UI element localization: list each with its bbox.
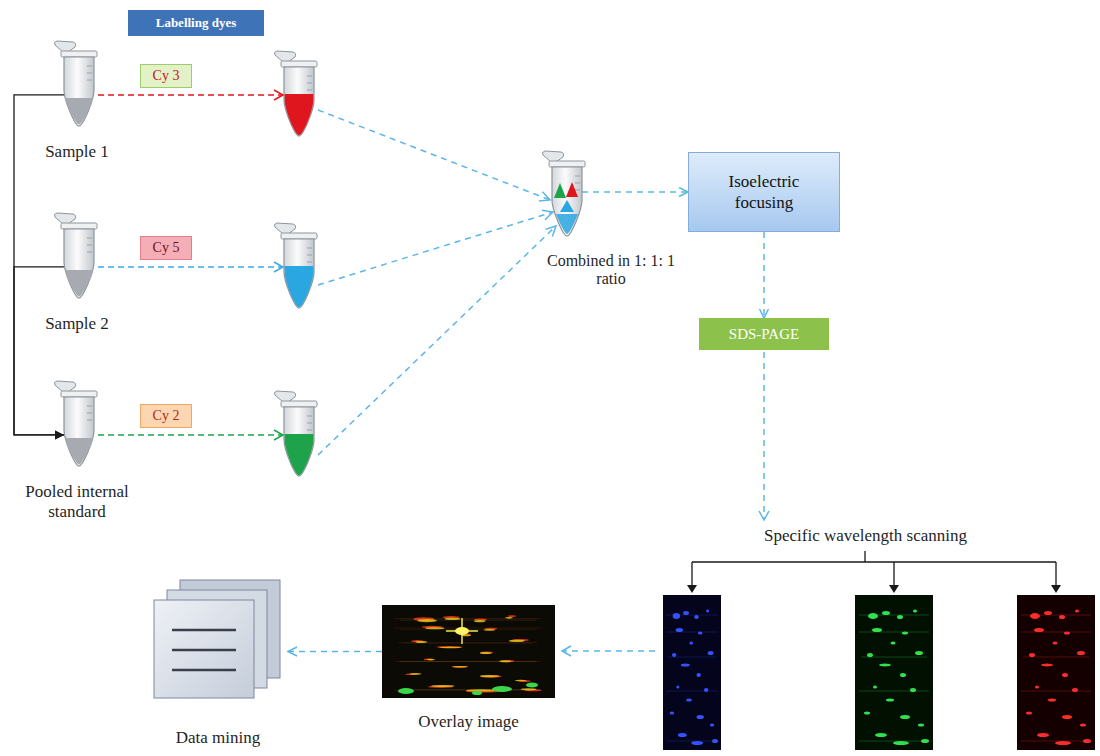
process-box: SDS-PAGE (699, 318, 829, 350)
connector (582, 188, 688, 197)
scan-image (663, 595, 721, 750)
connector (760, 232, 769, 318)
dye-box: Cy 2 (140, 404, 192, 428)
icon-label: Data mining (176, 728, 261, 748)
process-label: SDS-PAGE (729, 326, 799, 343)
dye-box: Cy 3 (140, 64, 192, 88)
tube-label: Combined in 1: 1: 1 ratio (536, 252, 686, 289)
labelling-arrow (98, 90, 283, 440)
step-label: Specific wavelength scanning (764, 526, 967, 546)
dyed-tube (274, 391, 317, 476)
header-box: Labelling dyes (128, 10, 264, 36)
connector (288, 647, 382, 656)
dye-name: Cy 3 (153, 68, 180, 84)
arrowhead (679, 188, 688, 197)
tube-label: Sample 1 (45, 142, 109, 162)
connector (14, 267, 64, 440)
combined-tube: Combined in 1: 1: 1 ratio (540, 150, 590, 240)
overlay-image: Overlay image (382, 605, 555, 698)
scan-image (855, 595, 933, 750)
dye-name: Cy 2 (153, 408, 180, 424)
document-icon: Data mining (148, 578, 288, 702)
sample-tube: Sample 1 (52, 40, 102, 130)
dye-name: Cy 5 (153, 240, 180, 256)
arrowhead (55, 430, 64, 439)
arrowhead (760, 309, 769, 318)
scan-image (1017, 595, 1095, 750)
tube-drawing (52, 380, 102, 470)
arrowhead (288, 647, 297, 656)
sample-tube: Sample 2 (52, 212, 102, 302)
image-label: Overlay image (418, 712, 519, 732)
mixing-arrow (318, 110, 556, 455)
tube-drawing (52, 40, 102, 130)
scan-bracket (687, 551, 1061, 593)
dyed-tube (274, 223, 317, 308)
tube-drawing (540, 150, 590, 240)
arrowhead (55, 430, 64, 439)
tube-drawing (52, 212, 102, 302)
header-text: Labelling dyes (156, 15, 237, 31)
process-label: Isoelectric focusing (704, 171, 824, 214)
dye-box: Cy 5 (140, 236, 192, 260)
connector-line (288, 651, 382, 653)
tube-label: Sample 2 (45, 314, 109, 334)
connector-line (14, 267, 64, 435)
connector-line (582, 191, 688, 193)
standard-tube: Pooled internal standard (52, 380, 102, 470)
overlay-picture (382, 605, 555, 698)
dyed-tube (274, 51, 317, 136)
process-box: Isoelectric focusing (688, 152, 840, 232)
document-stack (148, 578, 288, 702)
connector-line (763, 232, 765, 318)
tube-label: Pooled internal standard (17, 482, 137, 521)
